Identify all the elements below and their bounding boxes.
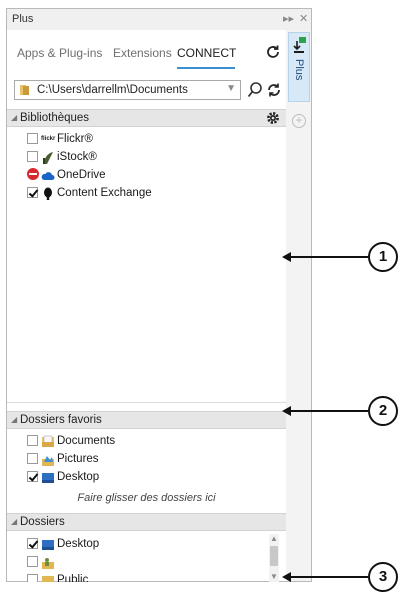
path-dropdown[interactable]: C:\Users\darrellm\Documents ▼ bbox=[14, 80, 241, 100]
callout-line bbox=[290, 410, 368, 412]
docker-title: Plus bbox=[12, 13, 34, 25]
side-tab-plus[interactable]: Plus bbox=[288, 32, 310, 102]
folder-icon bbox=[20, 85, 29, 95]
callout-line bbox=[290, 256, 368, 258]
library-label: OneDrive bbox=[57, 169, 106, 181]
desktop-folder-icon bbox=[42, 473, 54, 483]
callout-line bbox=[290, 576, 368, 578]
checkbox[interactable] bbox=[27, 556, 38, 567]
folder-label: Desktop bbox=[57, 538, 100, 550]
docker-content: Apps & Plug-ins Extensions CONNECT C:\Us… bbox=[7, 30, 299, 582]
list-item-desktop[interactable]: Desktop bbox=[7, 536, 286, 554]
istock-icon bbox=[43, 152, 53, 164]
list-item-documents[interactable]: Documents bbox=[7, 433, 286, 451]
folder-label: Public bbox=[57, 574, 89, 582]
collapse-triangle-icon[interactable]: ◢ bbox=[11, 415, 18, 424]
gear-icon[interactable] bbox=[266, 111, 280, 125]
docker-side-strip: Plus + bbox=[286, 30, 311, 581]
folders-scrollbar[interactable]: ▲ ▼ bbox=[269, 534, 279, 582]
scroll-up-arrow[interactable]: ▲ bbox=[270, 534, 278, 543]
folders-header-label: Dossiers bbox=[20, 516, 65, 528]
callout-2: 2 bbox=[368, 396, 398, 426]
lightbulb-icon bbox=[44, 187, 52, 200]
list-item-istock[interactable]: iStock® bbox=[7, 149, 286, 167]
list-item-pictures[interactable]: Pictures bbox=[7, 451, 286, 469]
library-label: iStock® bbox=[57, 151, 97, 163]
list-item-desktop[interactable]: Desktop bbox=[7, 469, 286, 487]
collapse-triangle-icon[interactable]: ◢ bbox=[11, 113, 18, 122]
list-item-folder[interactable] bbox=[7, 554, 286, 572]
checkbox[interactable] bbox=[27, 471, 38, 482]
collapse-docker-icon[interactable]: ▸▸ bbox=[283, 13, 295, 25]
documents-folder-icon bbox=[42, 435, 54, 447]
folder-label: Pictures bbox=[57, 453, 99, 465]
active-tab-indicator bbox=[177, 67, 235, 69]
checkbox[interactable] bbox=[27, 133, 38, 144]
user-folder-icon bbox=[42, 558, 54, 569]
tab-extensions[interactable]: Extensions bbox=[113, 46, 172, 60]
path-value: C:\Users\darrellm\Documents bbox=[37, 84, 188, 96]
close-icon[interactable]: ✕ bbox=[299, 13, 309, 25]
pictures-folder-icon bbox=[42, 456, 54, 466]
callout-arrowhead bbox=[282, 252, 291, 262]
folder-label: Documents bbox=[57, 435, 116, 447]
add-docker-icon[interactable]: + bbox=[292, 114, 306, 128]
scroll-thumb[interactable] bbox=[270, 546, 278, 566]
checkbox[interactable] bbox=[27, 538, 38, 549]
sync-icon[interactable] bbox=[266, 81, 282, 99]
docker-titlebar: Plus ▸▸ ✕ bbox=[7, 9, 311, 31]
checkbox[interactable] bbox=[27, 187, 38, 198]
desktop-folder-icon bbox=[42, 540, 54, 550]
plus-docker-icon bbox=[293, 37, 306, 53]
drop-hint-text: Faire glisser des dossiers ici bbox=[77, 492, 216, 504]
checkbox[interactable] bbox=[27, 453, 38, 464]
search-icon[interactable] bbox=[247, 81, 263, 99]
collapse-triangle-icon[interactable]: ◢ bbox=[11, 517, 18, 526]
checkbox[interactable] bbox=[27, 574, 38, 582]
favorites-section-header[interactable]: ◢ Dossiers favoris bbox=[7, 411, 286, 429]
tab-apps-plugins[interactable]: Apps & Plug-ins bbox=[17, 46, 103, 60]
flickr-icon: flickr bbox=[41, 136, 56, 142]
callout-1: 1 bbox=[368, 242, 398, 272]
callout-3: 3 bbox=[368, 562, 398, 592]
tab-connect[interactable]: CONNECT bbox=[177, 46, 237, 60]
folder-icon bbox=[42, 576, 54, 582]
favorites-header-label: Dossiers favoris bbox=[20, 414, 102, 426]
list-item-content-exchange[interactable]: Content Exchange bbox=[7, 185, 286, 203]
callout-arrowhead bbox=[282, 406, 291, 416]
plus-docker-panel: Plus ▸▸ ✕ Apps & Plug-ins Extensions CON… bbox=[6, 8, 312, 582]
cloud-icon bbox=[41, 172, 55, 180]
library-label: Content Exchange bbox=[57, 187, 152, 199]
callout-arrowhead bbox=[282, 572, 291, 582]
scroll-down-arrow[interactable]: ▼ bbox=[270, 572, 278, 581]
list-item-onedrive[interactable]: OneDrive bbox=[7, 167, 286, 185]
folder-label: Desktop bbox=[57, 471, 100, 483]
libraries-section-header[interactable]: ◢ Bibliothèques bbox=[7, 109, 286, 127]
checkbox[interactable] bbox=[27, 151, 38, 162]
library-label: Flickr® bbox=[57, 133, 93, 145]
splitter[interactable] bbox=[7, 402, 286, 403]
list-item-flickr[interactable]: flickr Flickr® bbox=[7, 131, 286, 149]
list-item-public[interactable]: Public bbox=[7, 572, 286, 582]
chevron-down-icon[interactable]: ▼ bbox=[226, 83, 236, 94]
side-tab-label: Plus bbox=[293, 59, 305, 81]
libraries-header-label: Bibliothèques bbox=[20, 112, 90, 124]
folders-section-header[interactable]: ◢ Dossiers bbox=[7, 513, 286, 531]
blocked-icon bbox=[27, 168, 39, 180]
refresh-icon[interactable] bbox=[265, 44, 281, 60]
checkbox[interactable] bbox=[27, 435, 38, 446]
